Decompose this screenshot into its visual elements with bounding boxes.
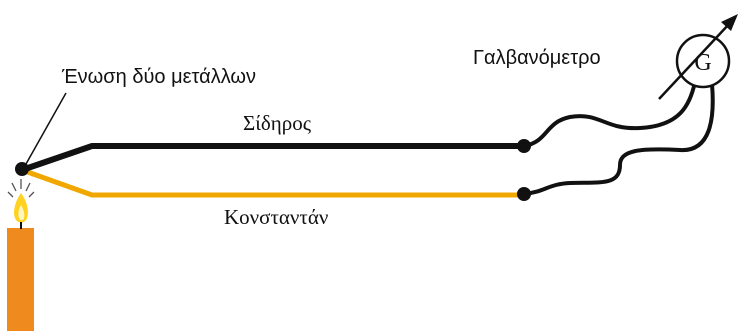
galvanometer-needle-arrowhead xyxy=(721,14,738,31)
galvanometer-needle xyxy=(658,22,731,100)
junction-dot xyxy=(15,162,29,176)
iron-label: Σίδηρος xyxy=(243,111,312,135)
candle-flame-core xyxy=(18,205,25,221)
constantan-label: Κονσταντάν xyxy=(224,205,328,229)
candle-body xyxy=(7,228,34,331)
constantan-wire xyxy=(21,167,524,198)
galvanometer-circle xyxy=(675,33,731,89)
galvanometer-symbol: G xyxy=(694,50,711,76)
junction-label: Ένωση δύο μετάλλων xyxy=(61,66,256,88)
junction-pointer-line xyxy=(25,92,67,165)
heat-rays xyxy=(7,179,35,198)
galvanometer-label: Γαλβανόμετρο xyxy=(473,47,601,69)
lead-wire-upper xyxy=(522,80,697,148)
lead-wire-lower xyxy=(522,82,715,196)
iron-wire xyxy=(21,143,524,173)
